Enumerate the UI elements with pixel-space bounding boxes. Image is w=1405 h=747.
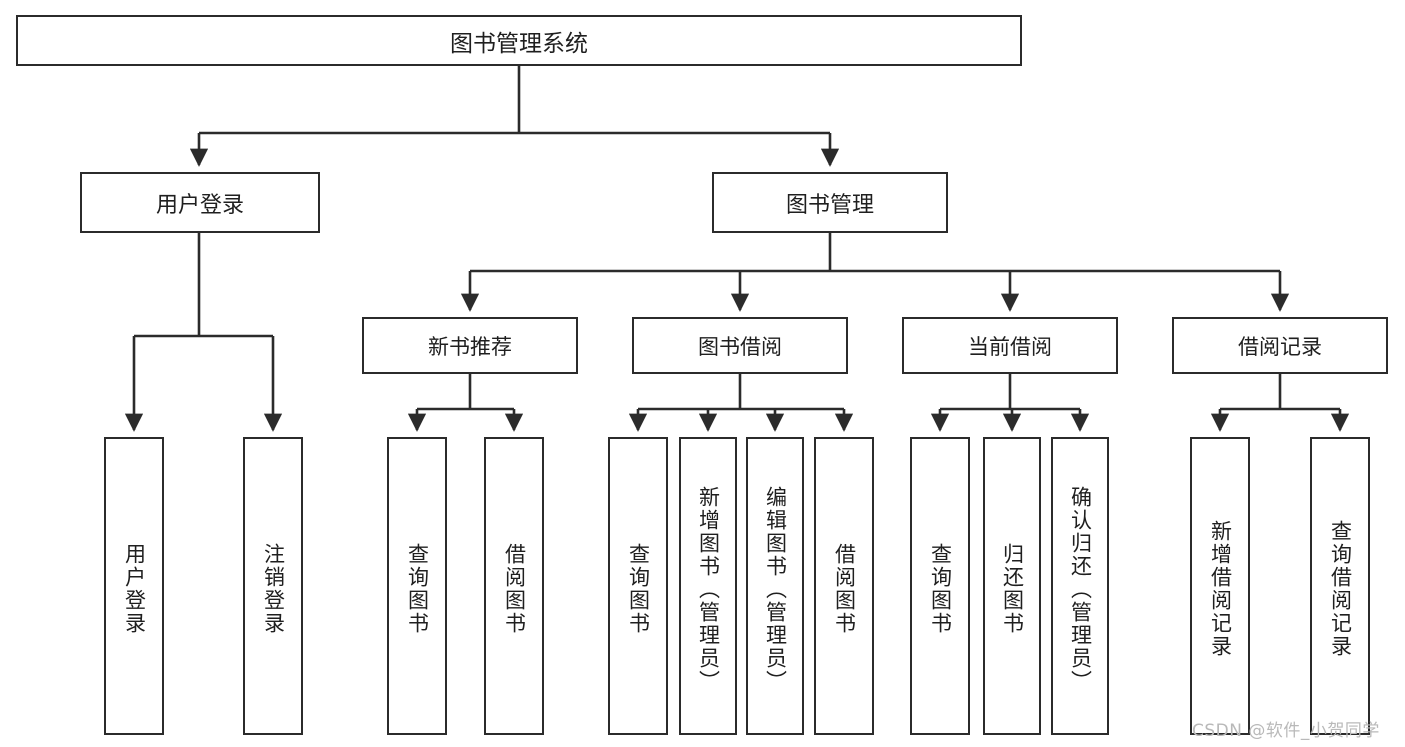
leaf-node-label: 查询图书 <box>928 543 953 635</box>
leaf-node[interactable]: 编辑图书（管理员） <box>746 437 804 735</box>
node-borrow-record-label: 借阅记录 <box>1238 334 1322 359</box>
leaf-node[interactable]: 新增图书（管理员） <box>679 437 737 735</box>
csdn-watermark: CSDN @软件_小贺同学 <box>1192 721 1380 741</box>
node-new-book-recommend[interactable]: 新书推荐 <box>362 317 578 374</box>
leaf-node[interactable]: 查询图书 <box>387 437 447 735</box>
leaf-node-label: 借阅图书 <box>502 543 527 635</box>
node-current-borrow[interactable]: 当前借阅 <box>902 317 1118 374</box>
leaf-node-label: 查询借阅记录 <box>1328 520 1353 658</box>
leaf-node-label: 编辑图书（管理员） <box>763 485 788 693</box>
leaf-node-label: 用户登录 <box>122 543 147 635</box>
leaf-node[interactable]: 确认归还（管理员） <box>1051 437 1109 735</box>
node-book-management-label: 图书管理 <box>785 192 874 218</box>
node-borrow-record[interactable]: 借阅记录 <box>1172 317 1388 374</box>
leaf-node[interactable]: 查询图书 <box>910 437 970 735</box>
leaf-node[interactable]: 归还图书 <box>983 437 1041 735</box>
node-current-borrow-label: 当前借阅 <box>968 334 1052 359</box>
leaf-node-label: 查询图书 <box>626 543 651 635</box>
leaf-node-label: 借阅图书 <box>832 543 857 635</box>
leaf-node[interactable]: 新增借阅记录 <box>1190 437 1250 735</box>
leaf-node-label: 确认归还（管理员） <box>1068 485 1093 693</box>
node-user-login-label: 用户登录 <box>155 192 244 218</box>
leaf-node[interactable]: 查询图书 <box>608 437 668 735</box>
leaf-node[interactable]: 注销登录 <box>243 437 303 735</box>
node-book-borrow-label: 图书借阅 <box>698 334 782 359</box>
leaf-node-label: 查询图书 <box>405 543 430 635</box>
leaf-node[interactable]: 借阅图书 <box>484 437 544 735</box>
leaf-node[interactable]: 借阅图书 <box>814 437 874 735</box>
leaf-node-label: 归还图书 <box>1000 543 1025 635</box>
node-book-borrow[interactable]: 图书借阅 <box>632 317 848 374</box>
node-user-login[interactable]: 用户登录 <box>80 172 320 233</box>
node-new-book-recommend-label: 新书推荐 <box>428 334 512 359</box>
leaf-node-label: 新增图书（管理员） <box>696 485 721 693</box>
leaf-node[interactable]: 查询借阅记录 <box>1310 437 1370 735</box>
leaf-node[interactable]: 用户登录 <box>104 437 164 735</box>
node-root-system[interactable]: 图书管理系统 <box>16 15 1022 66</box>
node-root-label: 图书管理系统 <box>450 30 588 57</box>
node-book-management[interactable]: 图书管理 <box>712 172 948 233</box>
leaf-node-label: 新增借阅记录 <box>1208 520 1233 658</box>
leaf-node-label: 注销登录 <box>261 543 286 635</box>
